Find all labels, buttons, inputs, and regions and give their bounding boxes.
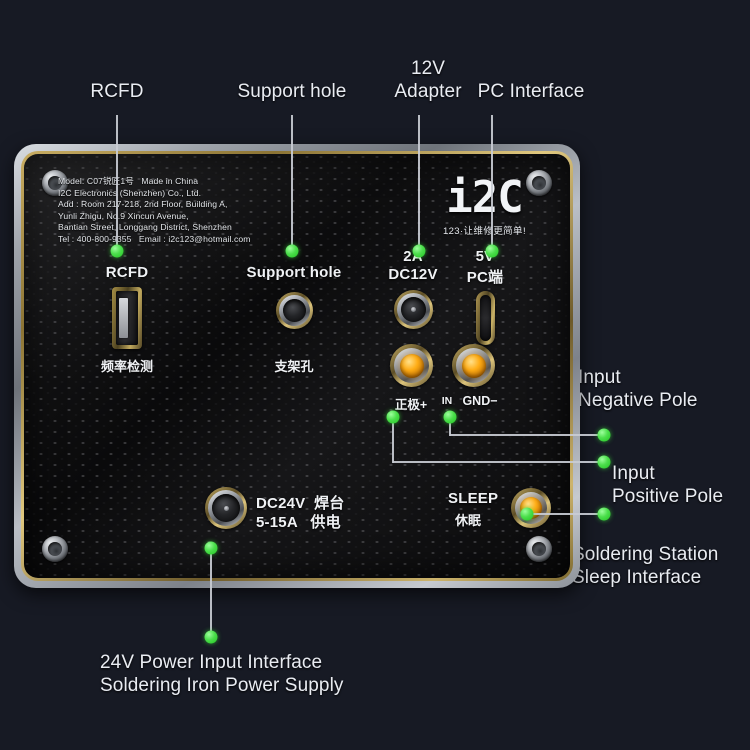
terminal-label-in: IN (441, 395, 453, 407)
input-positive-terminal[interactable] (390, 344, 433, 387)
port-label-dc12v-voltage: DC12V (388, 266, 438, 283)
callout-rcfd: RCFD (90, 80, 143, 103)
callout-input-positive-pole: Input Positive Pole (612, 462, 723, 508)
leader-line-negative-v (449, 417, 451, 436)
leader-line-negative-h (450, 434, 602, 436)
port-label-dc24v-line1: DC24V 焊台 (256, 495, 345, 512)
callout-support-hole-label: Support hole (237, 81, 347, 102)
leader-line-pc-interface (491, 115, 493, 251)
leader-line-sleep-h (527, 513, 602, 515)
device-gold-bezel: Model: C07锐匠1号 Made in China I2C Electro… (21, 151, 573, 581)
callout-12v-adapter-label: 12V Adapter (394, 58, 462, 102)
device-rear-panel: Model: C07锐匠1号 Made in China I2C Electro… (14, 144, 580, 588)
dot-terminal-positive (386, 410, 400, 424)
i2c-logo-mark: i2C (446, 172, 523, 223)
callout-24v-power-input: 24V Power Input Interface Soldering Iron… (100, 651, 344, 697)
pc-usb-c-port[interactable] (476, 291, 495, 345)
terminal-label-positive: 正极+ (394, 398, 428, 412)
i2c-logo: i2C 123·让维修更简单! (442, 172, 526, 238)
screw-bottom-right (526, 536, 552, 562)
callout-support-hole: Support hole (238, 80, 347, 103)
support-hole[interactable] (276, 292, 313, 329)
dc24v-power-jack[interactable] (205, 487, 247, 529)
i2c-logo-tagline: 123·让维修更简单! (442, 226, 526, 237)
dot-callout-input-negative (597, 428, 611, 442)
dot-24v-jack (204, 541, 218, 555)
dot-callout-24v (204, 630, 218, 644)
leader-line-12v-adapter (418, 115, 420, 251)
screw-top-right (526, 170, 552, 196)
leader-line-positive-v (392, 417, 394, 463)
port-label-dc24v-line2: 5-15A 供电 (256, 514, 341, 531)
port-label-sleep-cn: 休眠 (455, 513, 482, 528)
callout-input-negative-pole-label: Input Negative Pole (578, 367, 698, 411)
port-label-support-hole-cn: 支架孔 (274, 359, 314, 374)
callout-pc-interface: PC Interface (478, 80, 585, 103)
callout-input-negative-pole: Input Negative Pole (578, 366, 698, 412)
dot-pc-interface (485, 244, 499, 258)
dot-12v-adapter (412, 244, 426, 258)
leader-line-positive-h (393, 461, 602, 463)
port-label-rcfd-cn: 频率检测 (100, 359, 154, 374)
dot-callout-input-positive (597, 455, 611, 469)
callout-12v-adapter: 12V Adapter (394, 57, 461, 103)
port-label-pc-cn: PC端 (466, 269, 504, 286)
callout-rcfd-label: RCFD (90, 81, 144, 102)
leader-line-rcfd (116, 115, 118, 251)
port-label-rcfd-en: RCFD (105, 264, 149, 281)
callout-sleep-interface-label: Soldering Station Sleep Interface (572, 544, 719, 588)
rcfd-usb-a-port[interactable] (112, 287, 142, 349)
dot-support-hole (285, 244, 299, 258)
input-negative-terminal[interactable] (452, 344, 495, 387)
screw-bottom-left (42, 536, 68, 562)
leader-line-24v-power (210, 548, 212, 636)
port-label-sleep-en: SLEEP (448, 490, 499, 507)
company-address-block: Model: C07锐匠1号 Made in China I2C Electro… (58, 176, 251, 244)
port-label-support-hole-en: Support hole (246, 264, 342, 281)
callout-sleep-interface: Soldering Station Sleep Interface (572, 543, 718, 589)
dot-sleep-jack (520, 507, 534, 521)
dot-rcfd (110, 244, 124, 258)
callout-input-positive-pole-label: Input Positive Pole (612, 463, 724, 507)
dot-callout-sleep (597, 507, 611, 521)
screw-top-left (42, 170, 68, 196)
device-textured-panel: Model: C07锐匠1号 Made in China I2C Electro… (24, 154, 570, 578)
dc12v-adapter-jack[interactable] (394, 290, 433, 329)
terminal-label-ground: GND− (462, 394, 498, 408)
callout-24v-power-label: 24V Power Input Interface Soldering Iron… (100, 652, 344, 696)
leader-line-support-hole (291, 115, 293, 251)
callout-pc-interface-label: PC Interface (477, 81, 585, 102)
dot-terminal-negative (443, 410, 457, 424)
